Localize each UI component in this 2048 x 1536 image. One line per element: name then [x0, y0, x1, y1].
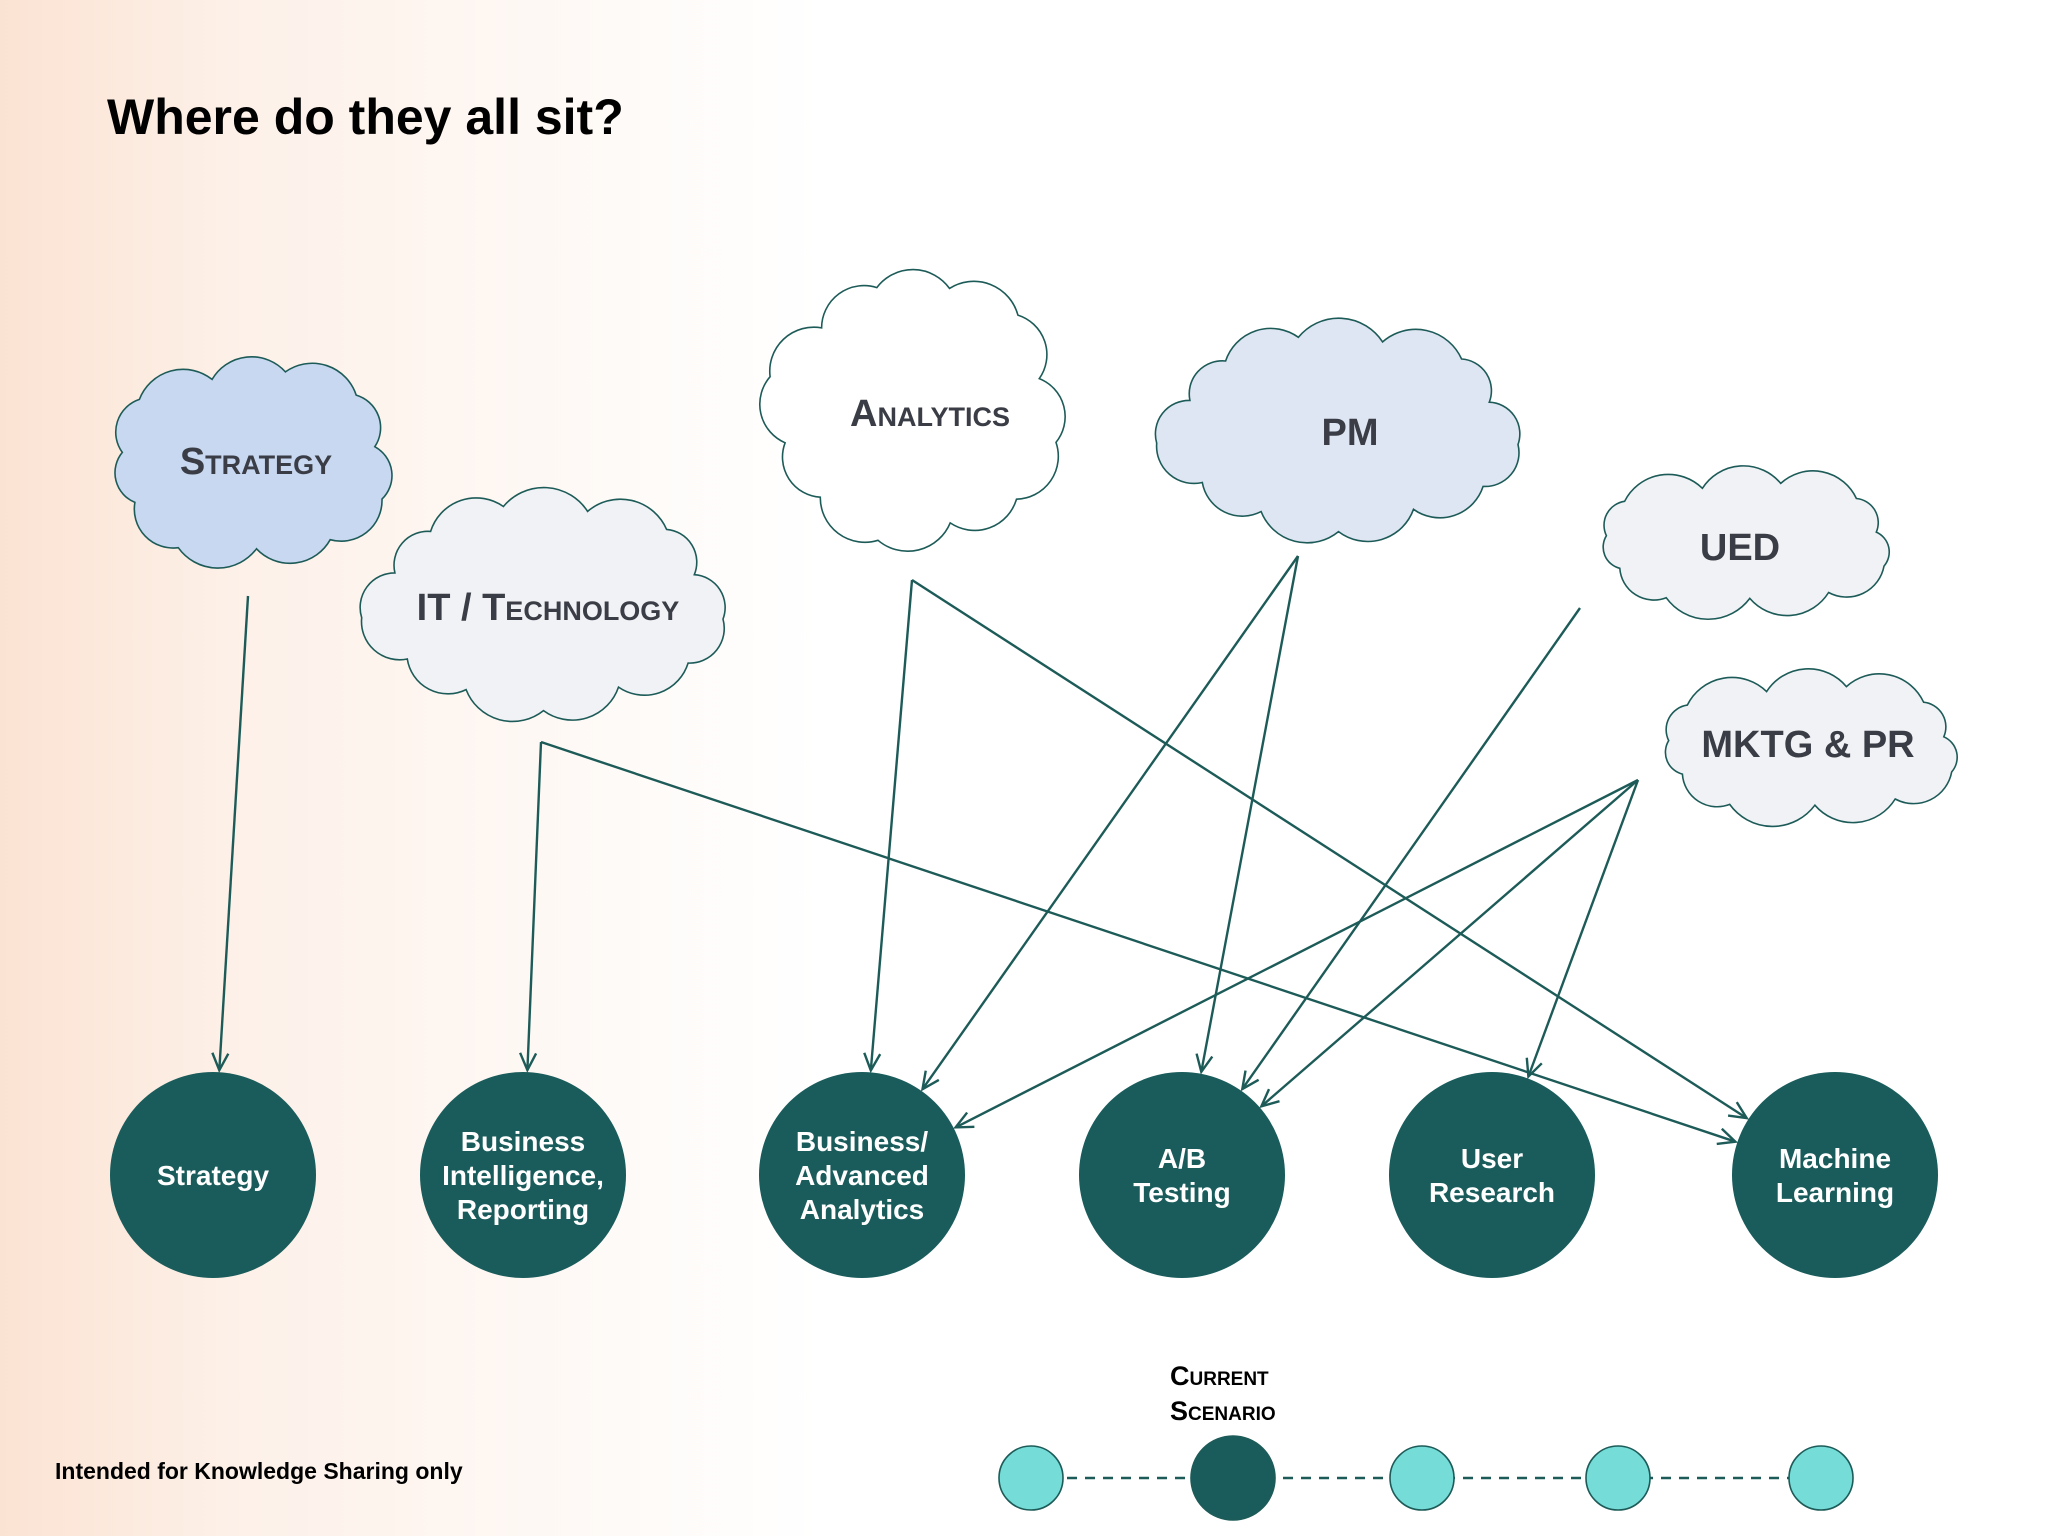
timeline-point[interactable] [998, 1445, 1064, 1511]
node-strategy-label-line: Strategy [157, 1160, 269, 1191]
node-baa-label-line: Business/ [796, 1126, 928, 1157]
node-ur-circle [1389, 1072, 1595, 1278]
node-baa-label-line: Advanced [795, 1160, 929, 1191]
clouds-layer: Strategy IT / Technology Analytics PM UED MKT… [114, 268, 1958, 828]
edge-it-to-n-bi [519, 741, 543, 1073]
edge-ued-to-n-ab [1240, 607, 1581, 1092]
node-ab-label-line: Testing [1133, 1177, 1230, 1208]
cloud-ued-label: UED [1700, 527, 1780, 569]
node-bi-label-line: Business [461, 1126, 586, 1157]
node-baa-label-line: Analytics [800, 1194, 925, 1225]
edge-mktg-to-n-ur [1525, 779, 1640, 1080]
cloud-mktg: MKTG & PR [1664, 668, 1958, 828]
timeline-point[interactable] [1585, 1445, 1651, 1511]
cloud-pm-shape [1154, 317, 1521, 544]
timeline-current-label: Current [1170, 1361, 1269, 1391]
cloud-it: IT / Technology [359, 486, 726, 723]
page-title: Where do they all sit? [107, 89, 624, 145]
node-bi-label-line: Reporting [457, 1194, 589, 1225]
edge-pm-to-n-baa [920, 555, 1299, 1092]
node-bi-label-line: Intelligence, [442, 1160, 604, 1191]
cloud-strategy: Strategy [114, 355, 393, 569]
timeline-point-current[interactable] [1190, 1435, 1276, 1521]
edge-mktg-to-n-baa [953, 778, 1639, 1129]
node-strategy-circle [110, 1072, 316, 1278]
cloud-pm: PM [1154, 317, 1521, 544]
edges-layer [211, 555, 1750, 1146]
edge-mktg-to-n-ab [1259, 779, 1639, 1109]
cloud-analytics: Analytics [759, 268, 1066, 553]
node-ml-label-line: Machine [1779, 1143, 1891, 1174]
cloud-it-shape [359, 486, 726, 723]
node-ab-circle [1079, 1072, 1285, 1278]
cloud-mktg-label: MKTG & PR [1701, 724, 1914, 766]
timeline-current-label: Scenario [1170, 1396, 1276, 1426]
edge-it-to-n-ml [540, 740, 1739, 1146]
cloud-analytics-label: Analytics [850, 393, 1010, 435]
edge-strategy-to-n-strategy [211, 595, 250, 1074]
timeline-point[interactable] [1389, 1445, 1455, 1511]
node-strategy: Strategy [110, 1072, 316, 1278]
node-ur-label-line: Research [1429, 1177, 1555, 1208]
cloud-it-label: IT / Technology [417, 587, 680, 629]
cloud-strategy-label: Strategy [180, 441, 332, 483]
cloud-ued: UED [1602, 465, 1891, 621]
timeline-point[interactable] [1788, 1445, 1854, 1511]
node-ml-circle [1732, 1072, 1938, 1278]
edge-analytics-to-n-ml [911, 578, 1750, 1120]
cloud-strategy-shape [114, 355, 393, 569]
node-baa-circle [759, 1072, 965, 1278]
cloud-mktg-shape [1664, 668, 1958, 828]
edge-pm-to-n-ab [1195, 555, 1300, 1075]
cloud-pm-label: PM [1322, 412, 1379, 454]
cloud-ued-shape [1602, 465, 1891, 621]
edge-analytics-to-n-baa [863, 579, 914, 1074]
node-bi-circle [420, 1072, 626, 1278]
node-ab-label-line: A/B [1158, 1143, 1206, 1174]
node-ur-label-line: User [1461, 1143, 1523, 1174]
cloud-analytics-shape [759, 268, 1066, 553]
node-ml-label-line: Learning [1776, 1177, 1894, 1208]
footer-note: Intended for Knowledge Sharing only [55, 1458, 463, 1484]
nodes-layer: StrategyBusinessIntelligence,ReportingBu… [110, 1072, 1938, 1278]
